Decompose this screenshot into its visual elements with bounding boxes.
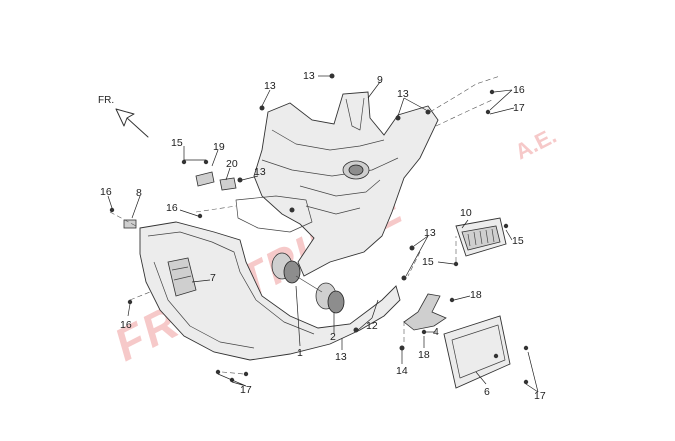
callout-17: 17 (513, 102, 525, 114)
part-4-bracket (403, 293, 447, 331)
small-clips (123, 171, 237, 229)
callout-18: 18 (418, 349, 430, 361)
callout-15: 15 (171, 137, 183, 149)
part-6-cover-plate (443, 315, 511, 389)
callout-18: 18 (470, 289, 482, 301)
callout-15: 15 (422, 256, 434, 268)
callout-numbers: 13 13 9 13 16 17 15 19 20 13 16 8 16 10 … (100, 70, 546, 402)
callout-9: 9 (377, 74, 383, 86)
front-direction-label: FR. (98, 95, 114, 106)
part-10-storage-box (455, 217, 507, 257)
callout-16: 16 (100, 186, 112, 198)
callout-17: 17 (534, 390, 546, 402)
front-direction-arrow (115, 108, 149, 138)
callout-19: 19 (213, 141, 225, 153)
fastener-dots (109, 73, 529, 385)
part-2-lamp-assembly (271, 252, 345, 314)
callout-12: 12 (366, 320, 378, 332)
callout-13: 13 (335, 351, 347, 363)
callout-20: 20 (226, 158, 238, 170)
callout-13: 13 (424, 227, 436, 239)
front-direction-indicator: FR. (98, 95, 149, 138)
watermark-suffix: A.E. (511, 123, 560, 165)
callout-8: 8 (136, 187, 142, 199)
callout-13: 13 (303, 70, 315, 82)
callout-14: 14 (396, 365, 408, 377)
callout-1: 1 (297, 347, 303, 359)
callout-16: 16 (120, 319, 132, 331)
leader-lines (107, 75, 539, 393)
callout-10: 10 (460, 207, 472, 219)
callout-13: 13 (397, 88, 409, 100)
callout-6: 6 (484, 386, 490, 398)
callout-4: 4 (433, 326, 439, 338)
callout-17: 17 (240, 384, 252, 396)
part-1-lower-cowl (139, 195, 401, 361)
callout-16: 16 (166, 202, 178, 214)
part-7-side-bracket (167, 257, 197, 297)
callout-13: 13 (264, 80, 276, 92)
callout-16: 16 (513, 84, 525, 96)
callout-15: 15 (512, 235, 524, 247)
callout-2: 2 (330, 331, 336, 343)
part-9-inner-panel (253, 91, 439, 277)
dashed-reference-lines (109, 75, 501, 375)
callout-13: 13 (254, 166, 266, 178)
callout-7: 7 (210, 272, 216, 284)
